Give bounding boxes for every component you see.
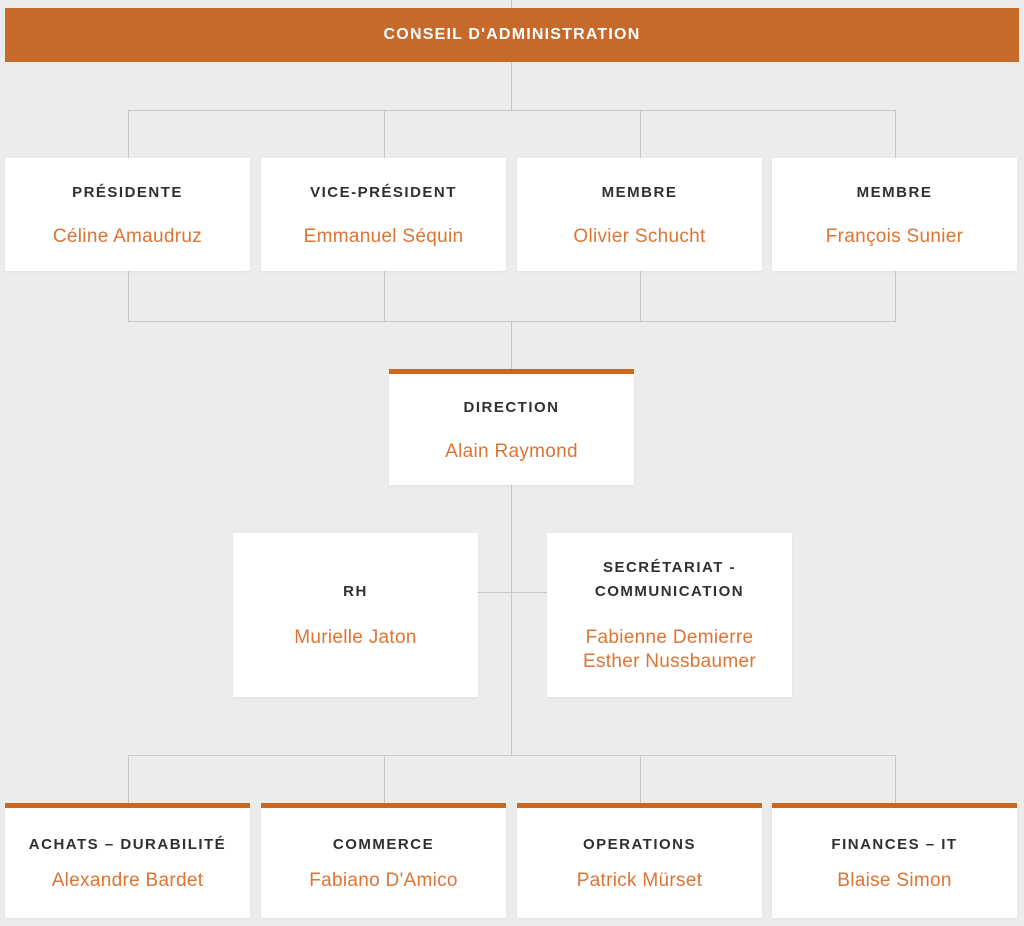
node-title: RH bbox=[343, 583, 368, 600]
node-achats-durabilite: ACHATS – DURABILITÉ Alexandre Bardet bbox=[5, 803, 250, 918]
node-operations: OPERATIONS Patrick Mürset bbox=[517, 803, 762, 918]
node-direction: DIRECTION Alain Raymond bbox=[389, 369, 634, 485]
board-banner-label: CONSEIL D'ADMINISTRATION bbox=[383, 26, 641, 43]
node-commerce: COMMERCE Fabiano D'Amico bbox=[261, 803, 506, 918]
node-person-name: Blaise Simon bbox=[837, 870, 952, 891]
node-person-name: Alexandre Bardet bbox=[51, 870, 204, 891]
node-finances-it: FINANCES – IT Blaise Simon bbox=[772, 803, 1017, 918]
node-secretariat-communication: SECRÉTARIAT - COMMUNICATION Fabienne Dem… bbox=[547, 533, 792, 697]
node-membre-1: MEMBRE Olivier Schucht bbox=[517, 158, 762, 271]
node-title: MEMBRE bbox=[601, 183, 678, 201]
connector-staff-cross-rail bbox=[478, 592, 547, 593]
node-title: OPERATIONS bbox=[582, 836, 697, 853]
connector-direction-to-departments bbox=[511, 485, 512, 755]
node-title: COMMERCE bbox=[332, 836, 435, 853]
connector-board-top-rail bbox=[128, 110, 896, 111]
node-person-name: Olivier Schucht bbox=[573, 225, 706, 247]
node-person-name: Céline Amaudruz bbox=[52, 225, 203, 247]
node-title-line-2: COMMUNICATION bbox=[594, 583, 745, 600]
node-title: ACHATS – DURABILITÉ bbox=[28, 836, 227, 853]
node-person-name: Patrick Mürset bbox=[576, 870, 703, 891]
node-person-name: Murielle Jaton bbox=[294, 627, 417, 648]
connector-dept-col-1 bbox=[128, 755, 129, 803]
connector-board-to-direction bbox=[511, 321, 512, 369]
connector-board-bottom-rail bbox=[128, 321, 896, 322]
node-person-name: François Sunier bbox=[825, 225, 964, 247]
node-title: PRÉSIDENTE bbox=[72, 183, 183, 201]
node-person-name: Fabiano D'Amico bbox=[309, 870, 458, 891]
node-person-name-1: Fabienne Demierre bbox=[585, 627, 754, 648]
connector-dept-col-2 bbox=[384, 755, 385, 803]
node-title-line-1: SECRÉTARIAT - bbox=[602, 559, 737, 576]
node-title: MEMBRE bbox=[856, 183, 933, 201]
node-vice-president: VICE-PRÉSIDENT Emmanuel Séquin bbox=[261, 158, 506, 271]
node-person-name-2: Esther Nussbaumer bbox=[582, 651, 756, 672]
node-rh: RH Murielle Jaton bbox=[233, 533, 478, 697]
connector-department-rail bbox=[128, 755, 896, 756]
node-membre-2: MEMBRE François Sunier bbox=[772, 158, 1017, 271]
connector-banner-to-board bbox=[511, 62, 512, 110]
node-title: FINANCES – IT bbox=[831, 836, 958, 853]
node-presidente: PRÉSIDENTE Céline Amaudruz bbox=[5, 158, 250, 271]
node-title: DIRECTION bbox=[463, 398, 560, 416]
connector-dept-col-3 bbox=[640, 755, 641, 803]
connector-top-stub bbox=[511, 0, 512, 8]
node-person-name: Alain Raymond bbox=[445, 440, 578, 462]
node-title: VICE-PRÉSIDENT bbox=[310, 183, 457, 201]
board-banner: CONSEIL D'ADMINISTRATION bbox=[5, 8, 1019, 62]
node-person-name: Emmanuel Séquin bbox=[303, 225, 464, 247]
connector-dept-col-4 bbox=[895, 755, 896, 803]
